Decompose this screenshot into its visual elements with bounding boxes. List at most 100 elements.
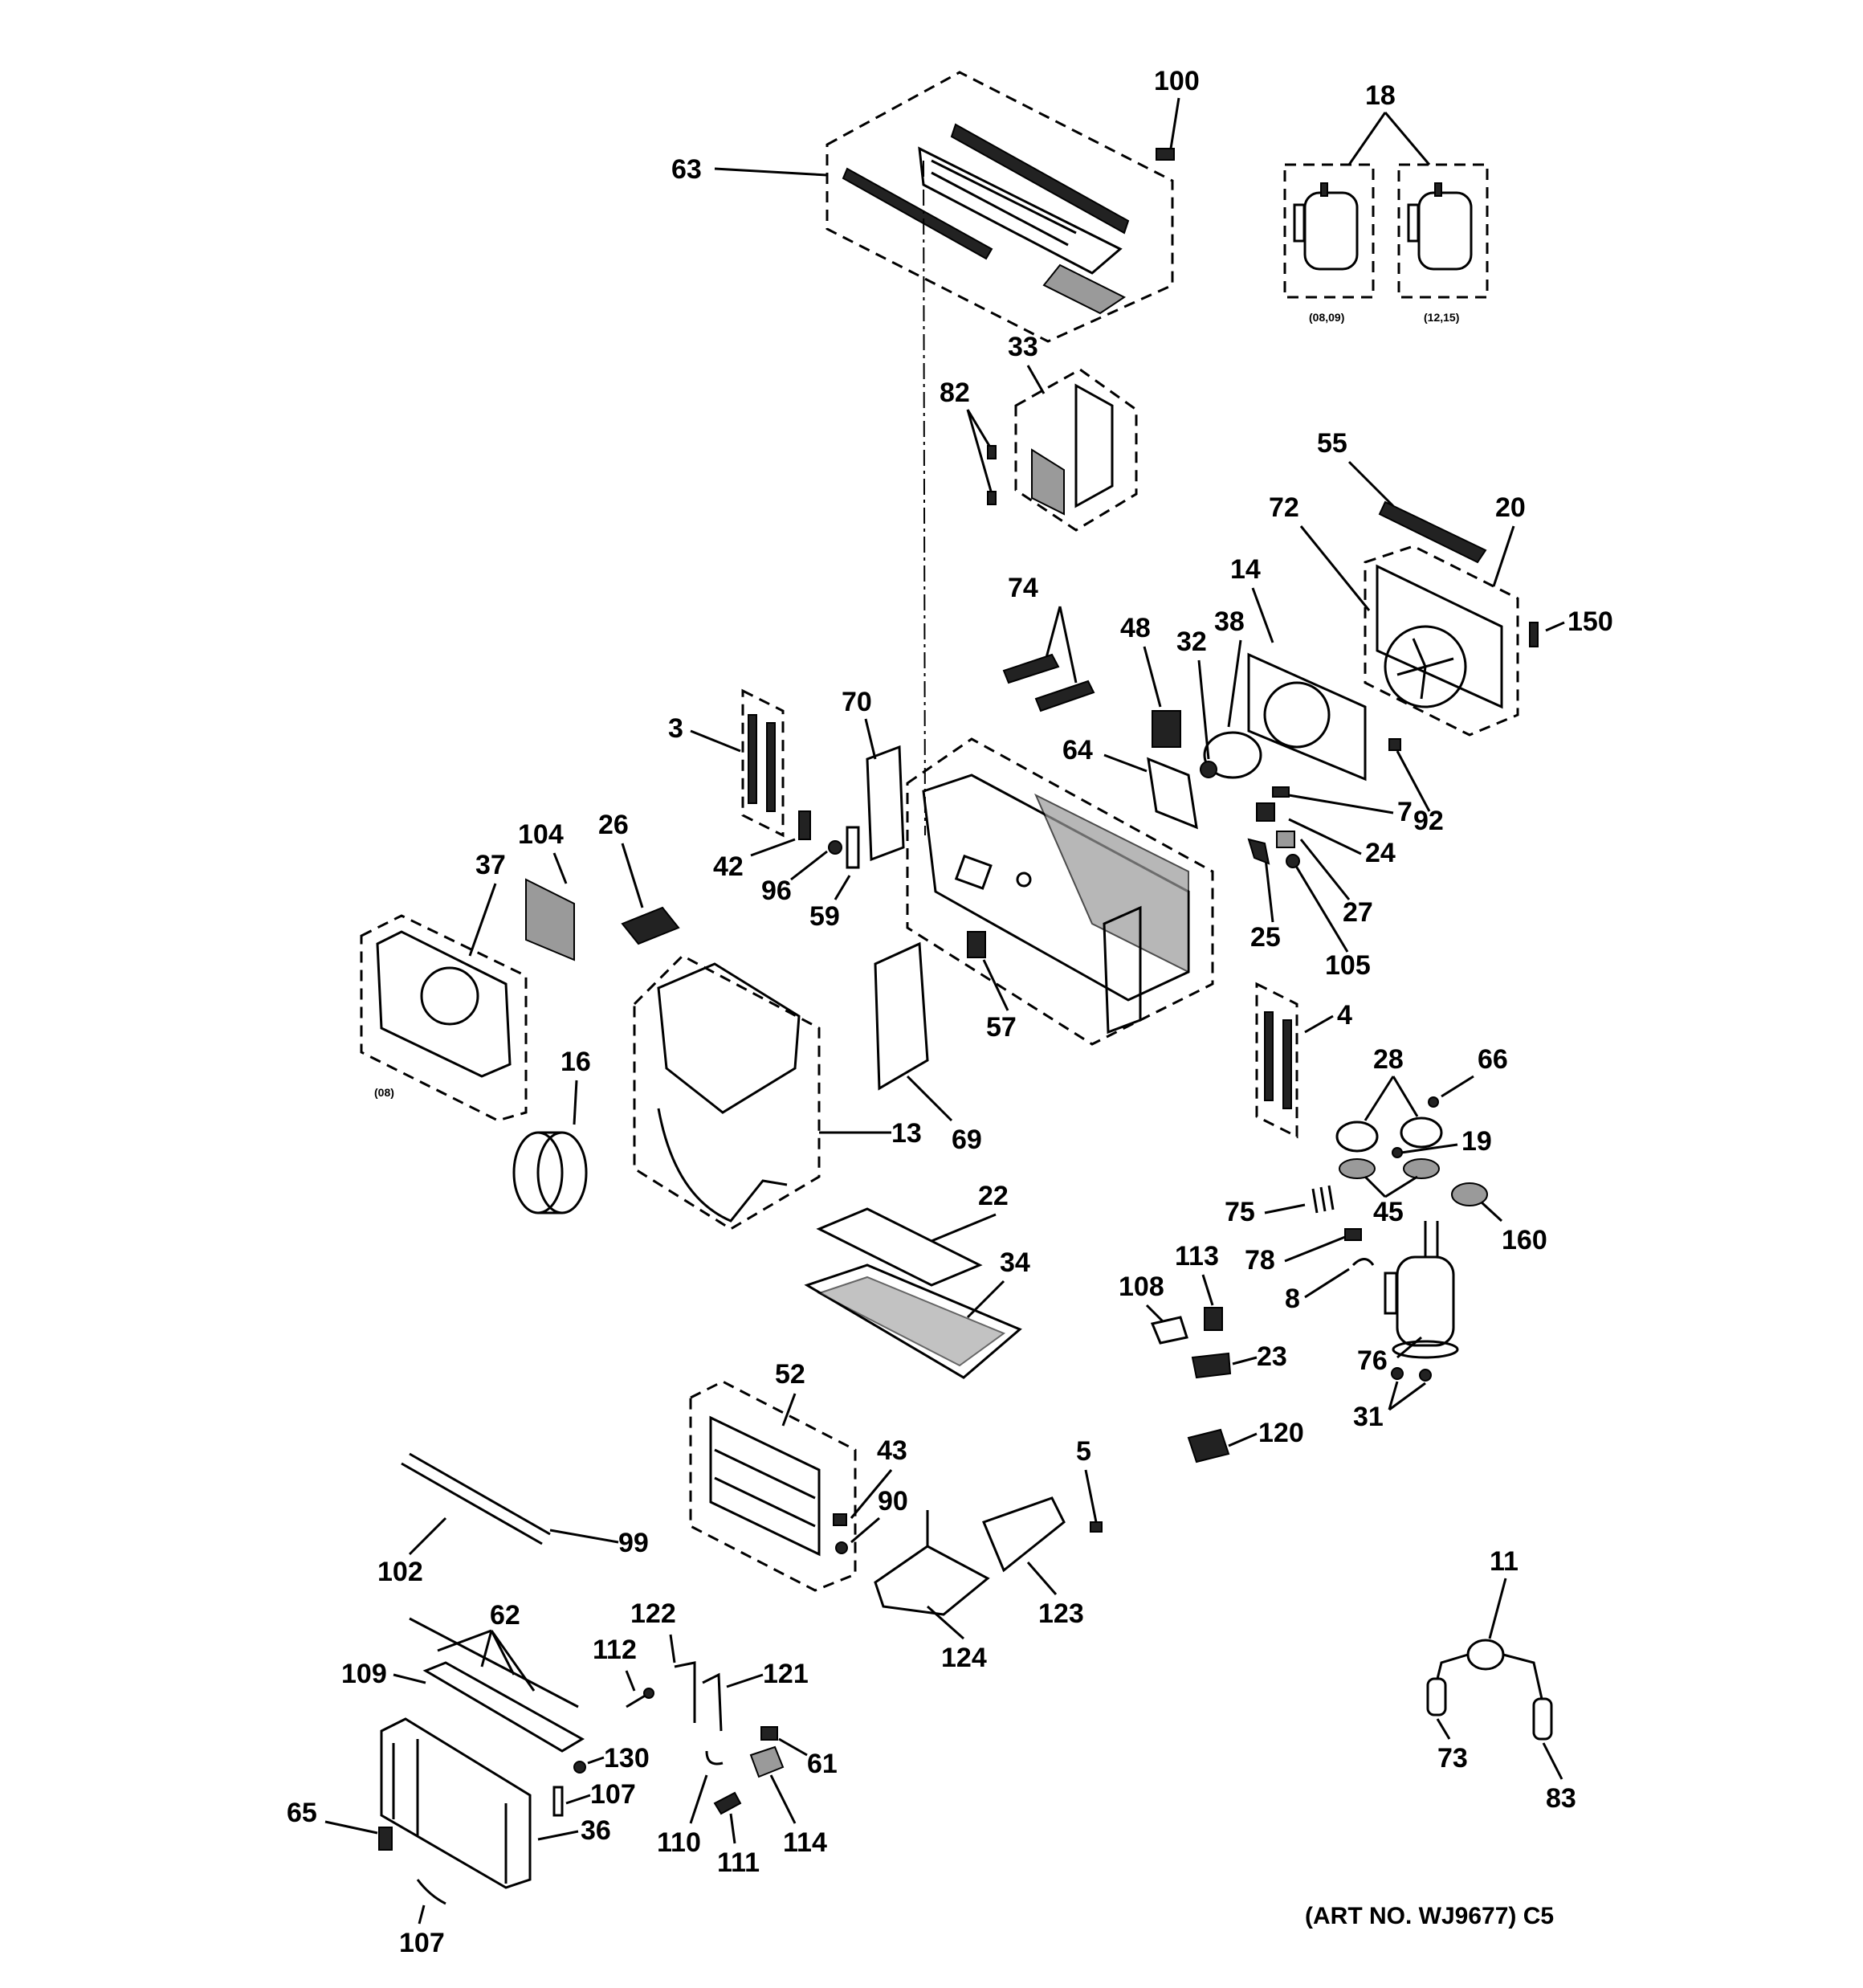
part-45-b	[1403, 1158, 1440, 1179]
label-150: 150	[1567, 606, 1613, 637]
label-69: 69	[952, 1125, 982, 1155]
part-34-basepan	[804, 1263, 1022, 1379]
part-64-bracket	[1147, 757, 1198, 830]
label-5: 5	[1076, 1436, 1091, 1467]
label-43: 43	[877, 1435, 907, 1466]
label-3: 3	[668, 713, 683, 744]
label-28: 28	[1373, 1044, 1404, 1075]
note-12-15: (12,15)	[1424, 311, 1459, 324]
part-24-b	[1276, 831, 1295, 848]
note-08-09: (08,09)	[1309, 311, 1344, 324]
label-48: 48	[1120, 613, 1151, 643]
part-3-rail-b	[766, 722, 776, 812]
label-83: 83	[1546, 1783, 1576, 1814]
label-31: 31	[1353, 1402, 1384, 1432]
part-92	[1388, 738, 1401, 751]
part-33-filter	[1031, 448, 1065, 516]
part-120	[1187, 1428, 1230, 1463]
part-45-a	[1339, 1158, 1376, 1179]
label-76: 76	[1357, 1345, 1388, 1376]
label-8: 8	[1285, 1284, 1300, 1314]
part-52-heater	[709, 1415, 821, 1557]
part-109-channel	[422, 1661, 585, 1753]
label-4: 4	[1337, 1000, 1352, 1031]
part-48	[1152, 710, 1181, 748]
label-72: 72	[1269, 492, 1299, 523]
label-33: 33	[1008, 332, 1038, 362]
label-124: 124	[941, 1643, 987, 1673]
part-74-b	[1034, 680, 1095, 712]
part-43	[833, 1513, 847, 1526]
label-110: 110	[657, 1827, 701, 1858]
label-27: 27	[1343, 897, 1373, 928]
part-70-bracket	[866, 745, 905, 862]
label-38: 38	[1214, 606, 1245, 637]
label-19: 19	[1461, 1126, 1492, 1157]
label-7: 7	[1397, 797, 1413, 827]
label-104: 104	[518, 819, 564, 850]
label-105: 105	[1325, 950, 1371, 981]
part-33-frame	[1074, 383, 1114, 508]
part-160	[1451, 1182, 1488, 1206]
part-4-rail	[1264, 1011, 1274, 1101]
part-3-rail	[748, 714, 757, 804]
part-90	[835, 1541, 848, 1554]
part-66	[1428, 1096, 1439, 1108]
part-20-coil	[1376, 564, 1503, 709]
part-5	[1090, 1521, 1103, 1533]
label-37: 37	[475, 850, 506, 880]
label-63: 63	[671, 154, 702, 185]
label-18: 18	[1365, 80, 1396, 111]
part-36-coil	[380, 1717, 532, 1889]
label-82: 82	[940, 378, 970, 408]
label-99: 99	[618, 1528, 649, 1558]
label-130: 130	[604, 1743, 650, 1774]
part-122-tube	[674, 1661, 696, 1723]
part-4-rail-b	[1282, 1019, 1292, 1109]
label-120: 120	[1258, 1418, 1304, 1448]
label-11: 11	[1490, 1546, 1519, 1577]
label-123: 123	[1038, 1598, 1084, 1629]
label-25: 25	[1250, 922, 1281, 953]
label-66: 66	[1478, 1044, 1508, 1075]
label-26: 26	[598, 810, 629, 840]
part-69	[874, 941, 929, 1091]
part-37-housing	[376, 930, 512, 1078]
label-36: 36	[581, 1815, 611, 1846]
part-113	[1204, 1307, 1223, 1331]
part-28-b	[1400, 1116, 1443, 1149]
part-65	[378, 1827, 393, 1851]
part-55-strip	[1378, 500, 1487, 564]
part-78	[1344, 1228, 1362, 1241]
part-82-b	[987, 491, 997, 505]
note-08: (08)	[374, 1086, 394, 1099]
label-113: 113	[1175, 1241, 1219, 1272]
part-61	[760, 1726, 778, 1741]
part-25	[1247, 838, 1270, 865]
label-121: 121	[763, 1659, 809, 1689]
part-108	[1150, 1316, 1188, 1345]
part-14-orifice	[1263, 681, 1331, 749]
part-150	[1529, 622, 1539, 647]
label-13: 13	[891, 1118, 922, 1149]
part-82-a	[987, 445, 997, 459]
part-32	[1200, 761, 1217, 778]
part-114	[749, 1745, 785, 1778]
alignment-line	[923, 160, 926, 836]
label-122: 122	[630, 1598, 676, 1629]
compressor-icon-a	[1293, 182, 1359, 271]
part-31-b	[1419, 1369, 1432, 1382]
part-13-scroll	[657, 962, 801, 1114]
part-37-opening	[420, 966, 479, 1026]
fan-icon	[1384, 625, 1467, 708]
label-62: 62	[490, 1600, 520, 1631]
blower-wheel-icon	[512, 1131, 588, 1214]
label-45: 45	[1373, 1197, 1404, 1227]
part-123-tray	[982, 1496, 1066, 1573]
label-160: 160	[1502, 1225, 1547, 1255]
label-108: 108	[1119, 1272, 1164, 1302]
label-20: 20	[1495, 492, 1526, 523]
part-42	[798, 810, 811, 840]
compressor-icon-b	[1407, 182, 1473, 271]
label-78: 78	[1245, 1245, 1275, 1276]
